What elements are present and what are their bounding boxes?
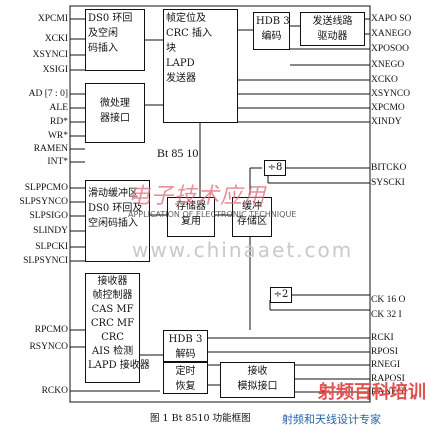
- left-pin-label: ALE: [49, 103, 68, 113]
- hdb3-encoder-block: HDB 3 编码: [253, 12, 290, 50]
- block-text-line: 及空闲: [88, 28, 118, 39]
- right-pin-label: CK 32 I: [371, 310, 402, 320]
- right-pin-label: XPOSOO: [371, 44, 410, 54]
- watermark-brand: 射频百科培训网: [318, 382, 425, 403]
- block-text-line: CRC MF: [90, 318, 135, 329]
- block-text-line: DS0 环回: [88, 13, 133, 24]
- left-pin-label: INT*: [47, 157, 68, 167]
- left-pin-label: RAMEN: [33, 144, 68, 154]
- block-text-line: 帧定位及: [166, 13, 206, 24]
- block-text-line: 接收: [247, 366, 268, 377]
- block-text-line: LAPD 接收器: [88, 360, 150, 371]
- timing-recovery-block: 定时恢复: [163, 362, 208, 394]
- memory-mux-block: 存储器复用: [167, 197, 215, 237]
- block-text-line: 恢复: [175, 381, 196, 392]
- left-pin-label: RCKO: [41, 386, 68, 396]
- block-text-line: AIS 检测: [91, 346, 134, 357]
- right-pin-label: XPCMO: [371, 103, 405, 113]
- left-pin-label: WR*: [47, 131, 68, 141]
- right-pin-label: RAPOSI: [371, 374, 405, 384]
- watermark-en-site: APPLICATION OF ELECTRONIC TECHNIQUE: [128, 210, 297, 219]
- left-pin-label: RSYNCO: [29, 342, 68, 352]
- block-text-line: 解码: [175, 349, 196, 360]
- block-text-line: 复用: [181, 216, 201, 227]
- watermark-cn-site: 电子技术应用: [128, 184, 267, 209]
- hdb3-decoder-block: HDB 3 解码: [163, 330, 208, 362]
- slip-buffer-block: 滑动缓冲区 DS0 环回及空闲码插入: [85, 180, 150, 262]
- block-text-line: 驱动器: [317, 31, 348, 42]
- right-pin-label: XCKO: [371, 75, 398, 85]
- buffer-storage-block: 缓冲存储区: [232, 197, 272, 237]
- mpu-interface-block: 微处理器接口: [85, 83, 145, 143]
- left-pin-label: XCKI: [44, 34, 68, 44]
- left-pin-label: SLPSIGO: [29, 211, 68, 221]
- block-text-line: CRC 插入: [166, 28, 213, 39]
- block-text-line: DS0 环回及: [88, 203, 143, 214]
- block-text-line: HDB 3: [168, 334, 203, 345]
- block-text-line: HDB 3: [256, 16, 290, 27]
- tx-line-driver-block: 发送线路驱动器: [300, 12, 365, 46]
- block-text-line: 微处理: [100, 98, 130, 109]
- right-pin-label: RNEGI: [371, 360, 401, 370]
- left-pin-label: XSIGI: [42, 65, 68, 75]
- block-text-line: CAS MF: [91, 304, 134, 315]
- left-pin-label: XSYNCI: [32, 50, 68, 60]
- divide-by-2-block: ÷2: [270, 287, 292, 303]
- block-text-line: 码插入: [88, 43, 118, 54]
- left-pin-label: SLPCKI: [35, 242, 68, 252]
- figure-caption: 图 1 Bt 8510 功能框图: [150, 413, 251, 424]
- left-pin-label: SLPPCMO: [24, 183, 68, 193]
- block-text-line: 滑动缓冲区: [88, 188, 138, 199]
- frame-crc-lapd-tx-block: 帧定位及 CRC 插入块 LAPD 发送器: [163, 9, 238, 123]
- block-text-line: 编码: [261, 31, 282, 42]
- left-pin-label: RD*: [50, 117, 68, 127]
- right-pin-label: XAPO SO: [371, 14, 412, 24]
- block-text-line: 发送器: [166, 73, 196, 84]
- receiver-frame-controller-block: 接收器帧控制器 CAS MF CRC MF CRC AIS 检测 LAPD 接收器: [85, 273, 150, 383]
- watermark-url: www.chinaaet.com: [132, 238, 354, 262]
- block-text-line: CRC: [101, 332, 124, 343]
- right-pin-label: RPOSI: [371, 347, 398, 357]
- ds0-loopback-tx-block: DS0 环回及空闲码插入: [85, 9, 145, 71]
- block-text-line: 帧控制器: [92, 290, 133, 301]
- block-text-line: 发送线路: [312, 16, 353, 27]
- right-pin-label: BITCKO: [371, 163, 407, 173]
- right-pin-label: XSYNCO: [371, 89, 411, 99]
- block-text-line: 存储器: [176, 201, 206, 212]
- rx-analog-interface-block: 接收模拟接口: [220, 362, 295, 398]
- block-text-line: LAPD: [166, 58, 195, 69]
- left-pin-label: SLPSYNCO: [19, 197, 68, 207]
- chip-outline: [69, 5, 371, 403]
- right-pin-label: CK 16 O: [371, 295, 406, 305]
- right-pin-label: RCKI: [371, 333, 394, 343]
- block-text-line: 器接口: [100, 113, 130, 124]
- divide-by-8-block: ÷8: [264, 160, 286, 176]
- right-pin-label: SYSCKI: [371, 178, 405, 188]
- chip-name: Bt 85 10: [157, 146, 199, 160]
- right-pin-label: RANEGI: [371, 387, 407, 397]
- left-pin-label: SLINDY: [33, 226, 68, 236]
- block-text-line: 接收器: [97, 276, 128, 287]
- left-pin-label: XPCMI: [37, 14, 68, 24]
- block-text-line: 块: [166, 43, 176, 54]
- block-text-line: 存储区: [237, 216, 267, 227]
- left-pin-label: SLPSYNCI: [23, 256, 68, 266]
- left-pin-label: RPCMO: [34, 325, 68, 335]
- block-text-line: 缓冲: [242, 201, 262, 212]
- watermark-brand-sub: 射频和天线设计专家: [282, 413, 381, 426]
- right-pin-label: XANEGO: [371, 29, 412, 39]
- right-pin-label: XNEGO: [371, 60, 405, 70]
- block-text-line: 模拟接口: [237, 381, 278, 392]
- block-text-line: 空闲码插入: [88, 218, 138, 229]
- right-pin-label: XINDY: [371, 117, 402, 127]
- block-text-line: 定时: [175, 366, 196, 377]
- left-pin-label: AD [7 : 0]: [28, 89, 68, 99]
